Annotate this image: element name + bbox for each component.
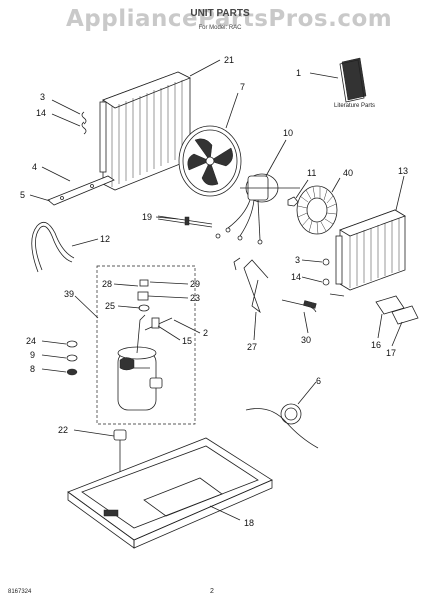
compressor-fittings[interactable]	[137, 279, 160, 329]
callout-17[interactable]: 17	[386, 348, 397, 358]
callout-30[interactable]: 30	[301, 335, 312, 345]
callout-2[interactable]: 2	[203, 328, 209, 338]
cable-tie[interactable]	[157, 215, 213, 228]
callout-1[interactable]: 1	[296, 68, 302, 78]
base-pan[interactable]	[67, 437, 273, 549]
watermark: AppliancePartsPros.com	[66, 6, 393, 32]
callout-12[interactable]: 12	[100, 234, 111, 244]
callout-10[interactable]: 10	[283, 128, 294, 138]
callout-40[interactable]: 40	[343, 168, 354, 178]
nut[interactable]	[287, 196, 299, 207]
clip-hardware[interactable]	[81, 111, 87, 135]
evaporator-coil[interactable]	[335, 209, 406, 291]
fan-motor[interactable]	[215, 173, 300, 245]
capillary-tube[interactable]	[233, 257, 269, 314]
callout-16[interactable]: 16	[371, 340, 382, 350]
callout-19[interactable]: 19	[142, 212, 153, 222]
drain-tube[interactable]	[31, 221, 75, 273]
callout-39[interactable]: 39	[64, 289, 75, 299]
callout-8[interactable]: 8	[30, 364, 36, 374]
compressor-assembly-box	[96, 265, 196, 425]
literature-parts-label: Literature Parts	[334, 103, 376, 109]
callout-14-left[interactable]: 14	[36, 108, 47, 118]
callout-6[interactable]: 6	[316, 376, 322, 386]
callout-13[interactable]: 13	[398, 166, 409, 176]
callout-22[interactable]: 22	[58, 425, 69, 435]
clip-hardware-right[interactable]	[322, 258, 330, 286]
callout-23[interactable]: 23	[190, 293, 201, 303]
callout-29[interactable]: 29	[190, 279, 201, 289]
callout-27[interactable]: 27	[247, 342, 258, 352]
diagram-subtitle: For Model: RAC	[198, 25, 242, 31]
callout-5[interactable]: 5	[20, 190, 26, 200]
blower-wheel[interactable]	[296, 185, 338, 235]
callout-21[interactable]: 21	[224, 55, 235, 65]
page-number: 2	[210, 588, 214, 595]
condenser-coil[interactable]	[99, 71, 191, 191]
coil-bracket[interactable]	[47, 175, 115, 206]
mounting-bracket[interactable]	[375, 295, 419, 325]
callout-9[interactable]: 9	[30, 350, 36, 360]
callout-18[interactable]: 18	[244, 518, 255, 528]
grommet-hardware[interactable]	[66, 340, 78, 376]
callout-24[interactable]: 24	[26, 336, 37, 346]
callout-14-right[interactable]: 14	[291, 272, 302, 282]
callout-28[interactable]: 28	[102, 279, 113, 289]
capacitor[interactable]	[245, 403, 319, 449]
document-number: 8167324	[8, 589, 32, 595]
diagram-title: UNIT PARTS	[190, 8, 250, 19]
callout-3-left[interactable]: 3	[40, 92, 46, 102]
thermostat-sensor[interactable]	[281, 293, 345, 313]
condenser-fan[interactable]	[178, 125, 242, 197]
literature-booklet[interactable]	[339, 57, 367, 103]
callout-7[interactable]: 7	[240, 82, 246, 92]
callout-3-right[interactable]: 3	[295, 255, 301, 265]
compressor[interactable]	[117, 314, 173, 411]
callout-15[interactable]: 15	[182, 336, 193, 346]
callout-4[interactable]: 4	[32, 162, 38, 172]
callout-25[interactable]: 25	[105, 301, 116, 311]
callout-11[interactable]: 11	[307, 168, 317, 178]
leader-lines	[29, 59, 405, 521]
